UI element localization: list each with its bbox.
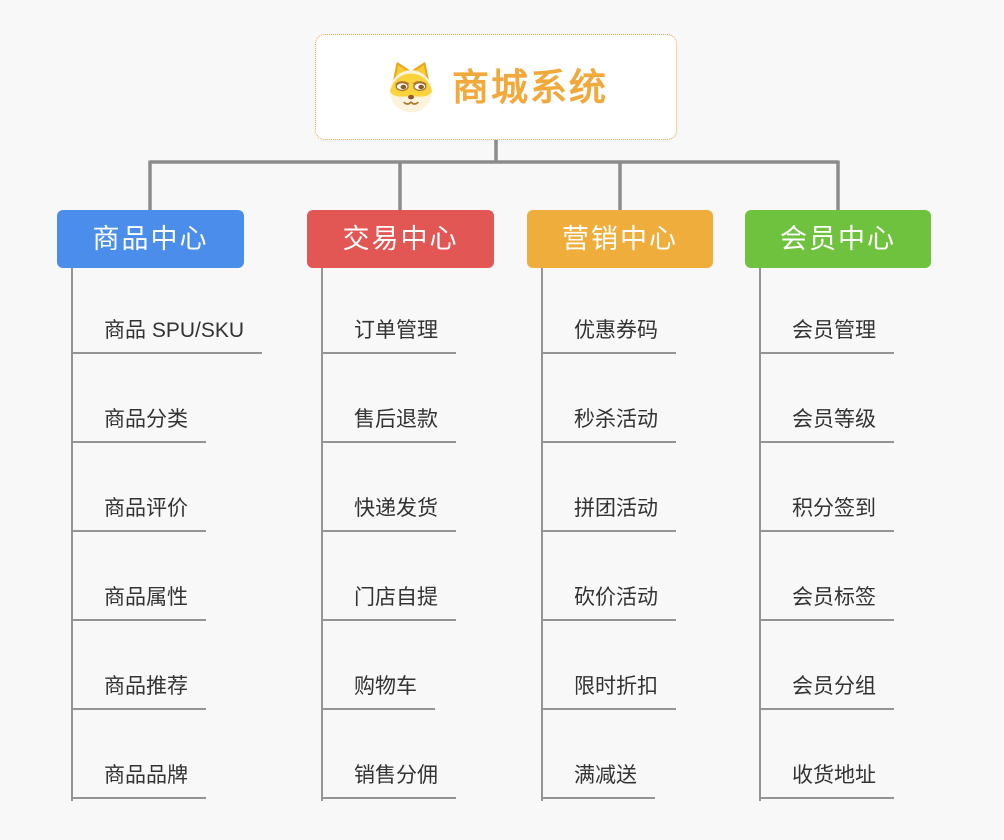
root-title: 商城系统 <box>452 66 608 108</box>
leaf-node[interactable]: 拼团活动 <box>541 494 676 532</box>
leaf-node[interactable]: 会员标签 <box>759 583 894 621</box>
leaf-node[interactable]: 销售分佣 <box>321 761 456 799</box>
branch-label: 商品中心 <box>92 223 209 254</box>
branch-marketing-center[interactable]: 营销中心 <box>527 210 713 268</box>
leaf-node[interactable]: 商品评价 <box>71 494 206 532</box>
branch-spine <box>321 268 323 801</box>
dog-face-icon <box>384 60 438 114</box>
leaf-node[interactable]: 砍价活动 <box>541 583 676 621</box>
leaf-node[interactable]: 商品推荐 <box>71 672 206 710</box>
leaf-node[interactable]: 商品分类 <box>71 405 206 443</box>
leaf-node[interactable]: 会员管理 <box>759 316 894 354</box>
leaf-node[interactable]: 限时折扣 <box>541 672 676 710</box>
leaf-node[interactable]: 秒杀活动 <box>541 405 676 443</box>
branch-label: 营销中心 <box>562 223 678 254</box>
branch-label: 交易中心 <box>342 223 459 254</box>
leaf-node[interactable]: 商品属性 <box>71 583 206 621</box>
branch-spine <box>71 268 73 801</box>
leaf-node[interactable]: 订单管理 <box>321 316 456 354</box>
root-node-mall-system[interactable]: 商城系统 <box>315 34 677 140</box>
branch-spine <box>759 268 761 801</box>
leaf-node[interactable]: 满减送 <box>541 761 655 799</box>
leaf-node[interactable]: 优惠券码 <box>541 316 676 354</box>
leaf-node[interactable]: 收货地址 <box>759 761 894 799</box>
branch-member-center[interactable]: 会员中心 <box>745 210 931 268</box>
branch-label: 会员中心 <box>780 223 896 254</box>
leaf-node[interactable]: 购物车 <box>321 672 435 710</box>
leaf-node[interactable]: 会员分组 <box>759 672 894 710</box>
leaf-node[interactable]: 商品 SPU/SKU <box>71 316 263 354</box>
leaf-node[interactable]: 门店自提 <box>321 583 456 621</box>
leaf-node[interactable]: 售后退款 <box>321 405 456 443</box>
leaf-node[interactable]: 商品品牌 <box>71 761 206 799</box>
branch-trade-center[interactable]: 交易中心 <box>307 210 494 268</box>
branch-product-center[interactable]: 商品中心 <box>57 210 244 268</box>
leaf-node[interactable]: 快递发货 <box>321 494 456 532</box>
branch-spine <box>541 268 543 801</box>
leaf-node[interactable]: 会员等级 <box>759 405 894 443</box>
leaf-node[interactable]: 积分签到 <box>759 494 894 532</box>
